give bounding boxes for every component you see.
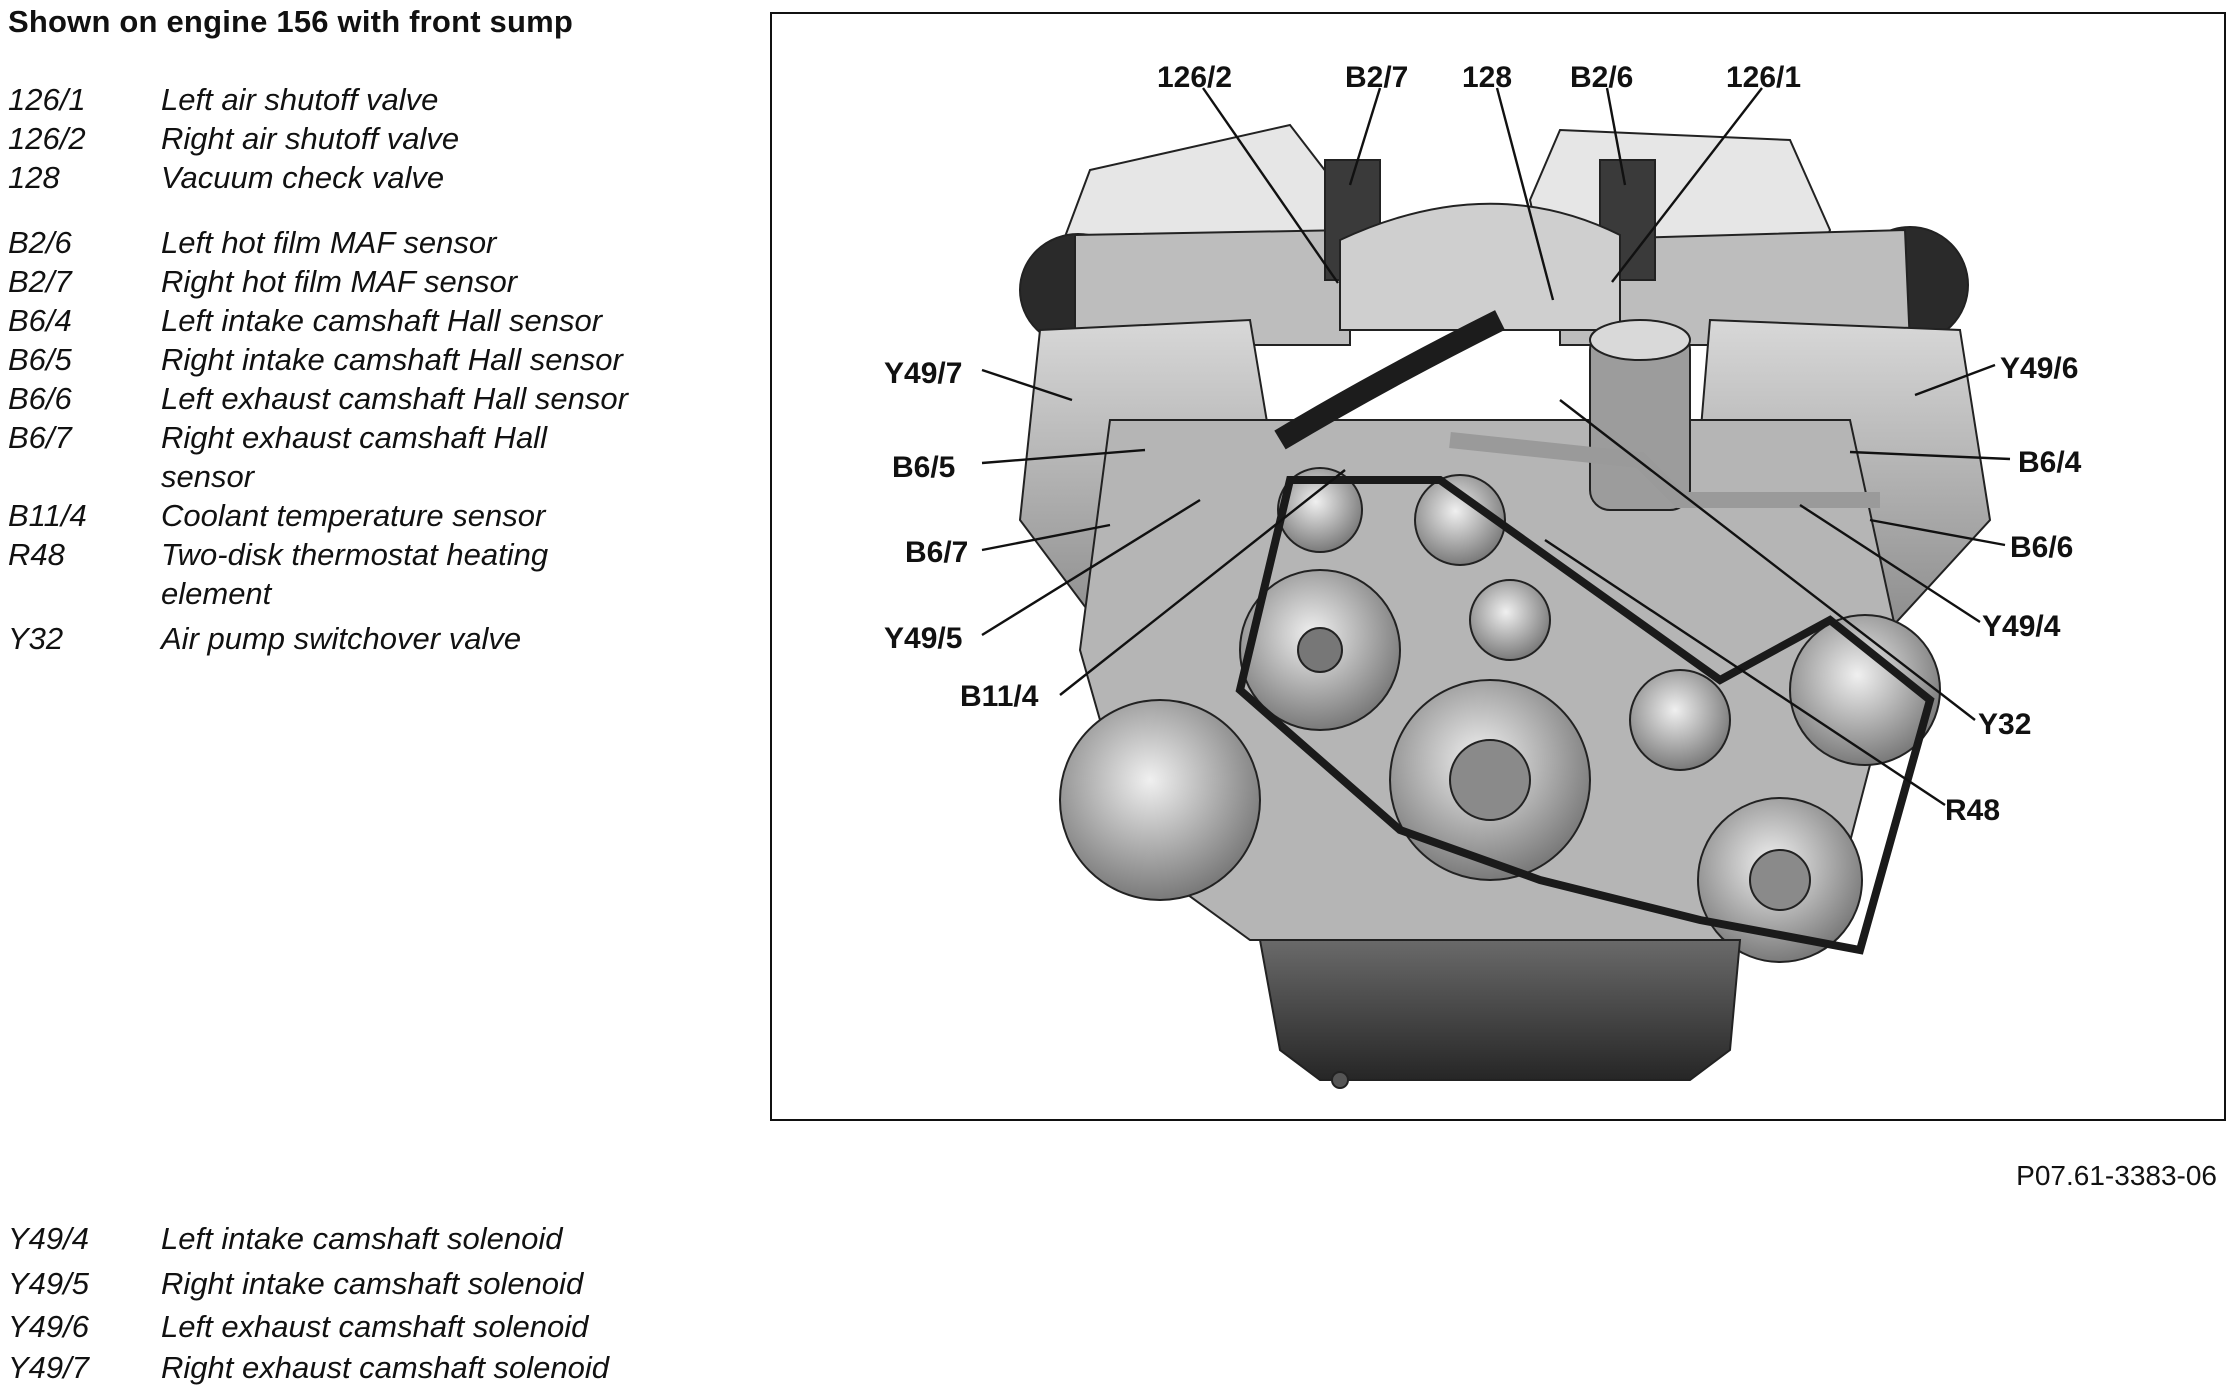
legend-desc: Left air shutoff valve bbox=[161, 82, 439, 117]
callout-B6-6: B6/6 bbox=[2010, 531, 2073, 564]
legend-desc: Air pump switchover valve bbox=[161, 621, 522, 656]
callout-126-1: 126/1 bbox=[1726, 61, 1801, 94]
callout-B2-6: B2/6 bbox=[1570, 61, 1633, 94]
legend-desc: Right exhaust camshaft Hall sensor bbox=[161, 420, 547, 494]
legend-item: B6/7 Right exhaust camshaft Hall sensor bbox=[8, 418, 628, 496]
legend-item: B2/7 Right hot film MAF sensor bbox=[8, 262, 728, 301]
leader-Y49-6 bbox=[1914, 363, 1996, 397]
legend-code: B11/4 bbox=[8, 498, 87, 533]
leader-Y49-4 bbox=[1799, 503, 1981, 624]
legend-code: B2/7 bbox=[8, 264, 72, 299]
callout-126-2: 126/2 bbox=[1157, 61, 1232, 94]
legend-desc: Right air shutoff valve bbox=[161, 121, 460, 156]
legend-item: B2/6 Left hot film MAF sensor bbox=[8, 223, 728, 262]
idler-pulley-2 bbox=[1414, 474, 1506, 566]
legend-item: 126/2 Right air shutoff valve bbox=[8, 119, 728, 158]
legend-item: Y32 Air pump switchover valve bbox=[8, 619, 728, 658]
leader-B6-6 bbox=[1869, 518, 2006, 547]
legend-item: Y49/5 Right intake camshaft solenoid bbox=[8, 1261, 728, 1306]
legend-desc: Two-disk thermostat heating element bbox=[161, 537, 549, 611]
legend-item: R48 Two-disk thermostat heating element bbox=[8, 535, 608, 613]
leader-128 bbox=[1495, 87, 1555, 301]
callout-Y49-4: Y49/4 bbox=[1982, 610, 2061, 643]
legend-code: Y49/5 bbox=[8, 1266, 90, 1301]
legend-top: 126/1 Left air shutoff valve 126/2 Right a… bbox=[8, 80, 728, 658]
callout-128: 128 bbox=[1462, 61, 1512, 94]
drive-belt bbox=[1235, 476, 1935, 955]
callout-Y49-5: Y49/5 bbox=[884, 622, 962, 655]
intake-manifold bbox=[1339, 202, 1621, 331]
legend-code: Y49/4 bbox=[8, 1221, 90, 1256]
legend-item: B6/6 Left exhaust camshaft Hall sensor bbox=[8, 379, 728, 418]
legend-code: Y32 bbox=[8, 621, 64, 656]
leader-B6-7 bbox=[981, 523, 1111, 552]
callout-B2-7: B2/7 bbox=[1345, 61, 1408, 94]
callout-B6-7: B6/7 bbox=[905, 536, 968, 569]
leader-R48 bbox=[1544, 538, 1946, 807]
page-title: Shown on engine 156 with front sump bbox=[8, 4, 574, 39]
callout-Y49-7: Y49/7 bbox=[884, 357, 962, 390]
figure-code: P07.61-3383-06 bbox=[2016, 1160, 2217, 1191]
leader-B2-7 bbox=[1348, 87, 1382, 186]
leader-126-2 bbox=[1202, 87, 1339, 284]
legend-item: B6/4 Left intake camshaft Hall sensor bbox=[8, 301, 728, 340]
coolant-hose bbox=[1274, 310, 1505, 450]
callout-Y32: Y32 bbox=[1978, 708, 2031, 741]
legend-code: B2/6 bbox=[8, 225, 72, 260]
legend-item: Y49/6 Left exhaust camshaft solenoid bbox=[8, 1306, 728, 1347]
legend-code: B6/5 bbox=[8, 342, 72, 377]
legend-item: Y49/7 Right exhaust camshaft solenoid bbox=[8, 1347, 728, 1388]
legend-item: 126/1 Left air shutoff valve bbox=[8, 80, 728, 119]
callout-labels: 126/2 B2/7 128 B2/6 126/1 Y49/7 B6/5 B6/… bbox=[884, 61, 2082, 827]
legend-desc: Coolant temperature sensor bbox=[161, 498, 546, 533]
legend-code: R48 bbox=[8, 537, 65, 572]
legend-item: 128 Vacuum check valve bbox=[8, 158, 728, 197]
callout-B11-4: B11/4 bbox=[960, 680, 1039, 713]
legend-item: B11/4 Coolant temperature sensor bbox=[8, 496, 728, 535]
callout-B6-5: B6/5 bbox=[892, 451, 955, 484]
legend-code: 126/1 bbox=[8, 82, 86, 117]
legend-item: Y49/4 Left intake camshaft solenoid bbox=[8, 1216, 728, 1261]
idler-pulley-3 bbox=[1469, 579, 1551, 661]
legend-item: B6/5 Right intake camshaft Hall sensor bbox=[8, 340, 728, 379]
leader-Y49-7 bbox=[981, 368, 1073, 402]
oil-sump bbox=[1258, 939, 1742, 1081]
legend-code: Y49/6 bbox=[8, 1309, 90, 1344]
legend-bottom: Y49/4 Left intake camshaft solenoid Y49/5… bbox=[8, 1216, 728, 1388]
legend-desc: Vacuum check valve bbox=[161, 160, 445, 195]
idler-pulley-1 bbox=[1277, 467, 1363, 553]
legend-code: B6/6 bbox=[8, 381, 72, 416]
legend-desc: Right hot film MAF sensor bbox=[161, 264, 518, 299]
legend-desc: Right intake camshaft Hall sensor bbox=[161, 342, 623, 377]
leader-B2-6 bbox=[1605, 87, 1627, 186]
leader-Y49-5 bbox=[981, 498, 1201, 637]
leader-126-1 bbox=[1611, 87, 1763, 283]
leader-B6-5 bbox=[981, 448, 1146, 465]
callout-Y49-6: Y49/6 bbox=[2000, 352, 2078, 385]
legend-desc: Left exhaust camshaft Hall sensor bbox=[161, 381, 628, 416]
legend-code: Y49/7 bbox=[8, 1350, 90, 1385]
leader-Y32 bbox=[1559, 399, 1976, 721]
legend-code: B6/4 bbox=[8, 303, 72, 338]
callout-R48: R48 bbox=[1945, 794, 2000, 827]
legend-desc: Left intake camshaft Hall sensor bbox=[161, 303, 603, 338]
legend-desc: Left exhaust camshaft solenoid bbox=[161, 1309, 589, 1344]
legend-code: 126/2 bbox=[8, 121, 86, 156]
leader-B6-4 bbox=[1849, 450, 2011, 461]
engine-body bbox=[1018, 123, 1992, 1089]
legend-code: B6/7 bbox=[8, 420, 72, 455]
legend-desc: Right intake camshaft solenoid bbox=[161, 1266, 584, 1301]
callout-B6-4: B6/4 bbox=[2018, 446, 2082, 479]
air-pipe bbox=[1449, 432, 1880, 508]
legend-desc: Left hot film MAF sensor bbox=[161, 225, 497, 260]
alternator bbox=[1059, 699, 1261, 901]
leader-B11-4 bbox=[1059, 469, 1346, 696]
legend-desc: Left intake camshaft solenoid bbox=[161, 1221, 563, 1256]
leader-lines bbox=[981, 87, 2011, 807]
legend-desc: Right exhaust camshaft solenoid bbox=[161, 1350, 610, 1385]
legend-code: 128 bbox=[8, 160, 60, 195]
tensioner-pulley bbox=[1629, 669, 1731, 771]
